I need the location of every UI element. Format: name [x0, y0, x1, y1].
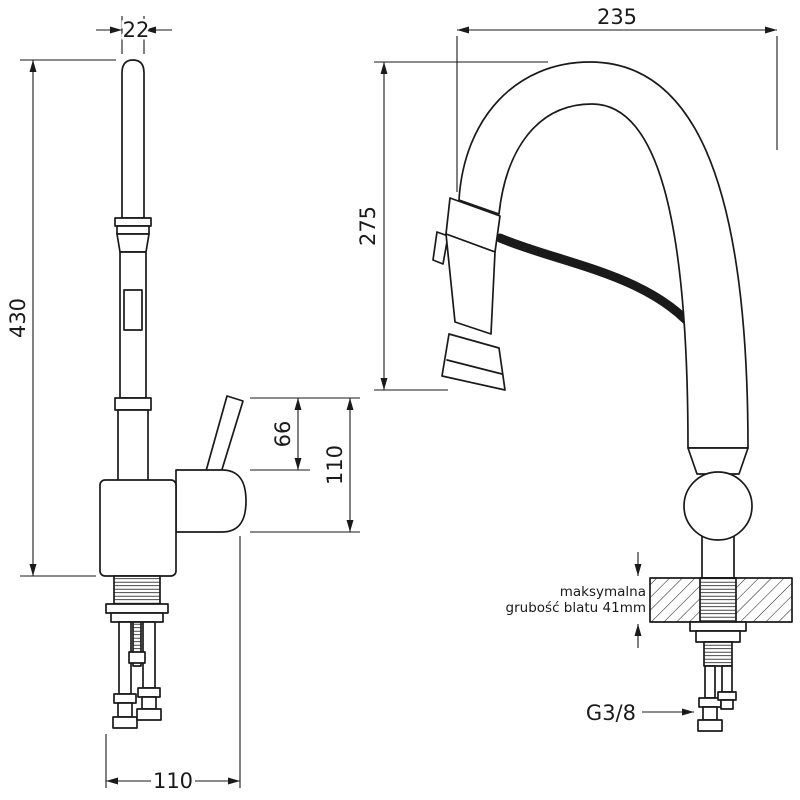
dim-handle-height: 66	[250, 397, 360, 471]
sprayer-nozzle	[441, 333, 506, 391]
dim-spout-height-label: 275	[356, 206, 380, 246]
counter-thickness-note: maksymalna grubość blatu 41mm	[503, 552, 649, 648]
thread-size-label: G3/8	[586, 701, 636, 725]
nipple-body	[720, 699, 734, 710]
dim-upper-height: 110	[250, 398, 360, 533]
shank-lower-threads	[704, 642, 732, 666]
spout-pipe	[121, 59, 145, 219]
stud-nut	[128, 651, 146, 664]
supply-hose-right	[721, 665, 733, 693]
hose-fitting-right	[136, 687, 162, 721]
counter-nut	[695, 630, 741, 643]
fitting-collar	[137, 687, 161, 698]
mounting-shank-threads	[114, 576, 160, 604]
faucet-front-view	[432, 61, 793, 732]
fitting-body	[117, 702, 133, 718]
dim-handle-height-label: 66	[271, 421, 295, 448]
spout-collar	[114, 217, 152, 227]
counter-washer	[689, 621, 747, 632]
base-waist	[687, 447, 749, 475]
dim-reach-label: 235	[597, 5, 637, 29]
sprayer-body	[445, 233, 496, 335]
hose-fitting-g38	[697, 697, 723, 732]
right-view: 235 275 maksymalna grubość blatu 41mm G3…	[354, 3, 793, 732]
supply-hose-left	[704, 665, 716, 699]
mounting-plate	[110, 612, 164, 623]
sprayer-head	[432, 197, 506, 391]
thread-size-callout: G3/8	[583, 699, 694, 728]
counter-note-line1: maksymalna	[560, 584, 646, 600]
fitting-nut	[112, 716, 138, 729]
counter-note-line2: grubość blatu 41mm	[506, 600, 646, 616]
dim-upper-height-label: 110	[323, 445, 347, 485]
dim-base-depth: 110	[105, 536, 241, 796]
fitting-nut	[136, 708, 162, 721]
spout-collar-ring	[116, 225, 150, 235]
dim-spout-height: 275	[354, 61, 548, 391]
tube-plate	[123, 289, 143, 331]
sprayer-clip	[432, 231, 449, 265]
faucet-side-view	[99, 59, 247, 729]
nipple-collar	[717, 691, 737, 701]
mid-collar	[114, 397, 152, 411]
hose-fitting-left	[112, 693, 138, 729]
washer	[105, 603, 169, 614]
dim-total-height: 430	[4, 59, 116, 577]
dim-spout-width-label: 22	[123, 18, 150, 42]
mounting-stud-threads	[133, 622, 141, 666]
sprayer-nozzle-ring	[446, 359, 503, 375]
base-ball	[683, 471, 753, 541]
mixer-body	[99, 479, 177, 577]
hose-nipple	[717, 691, 737, 710]
left-view: 22 430 66 110 110	[4, 16, 360, 796]
lower-tube	[117, 409, 149, 483]
countertop-section	[649, 577, 793, 623]
spout-taper	[116, 233, 150, 253]
shank-thread-hatch	[700, 578, 736, 622]
fitting-body	[702, 706, 718, 721]
gooseneck-spout	[458, 61, 749, 449]
handle-pivot	[175, 469, 247, 533]
dim-total-height-label: 430	[6, 298, 30, 338]
fitting-body	[141, 696, 157, 710]
fitting-collar	[113, 693, 137, 704]
fitting-nut	[697, 719, 723, 732]
handle-lever	[205, 395, 244, 477]
dim-base-depth-label: 110	[153, 769, 193, 793]
dim-spout-width: 22	[96, 16, 172, 54]
